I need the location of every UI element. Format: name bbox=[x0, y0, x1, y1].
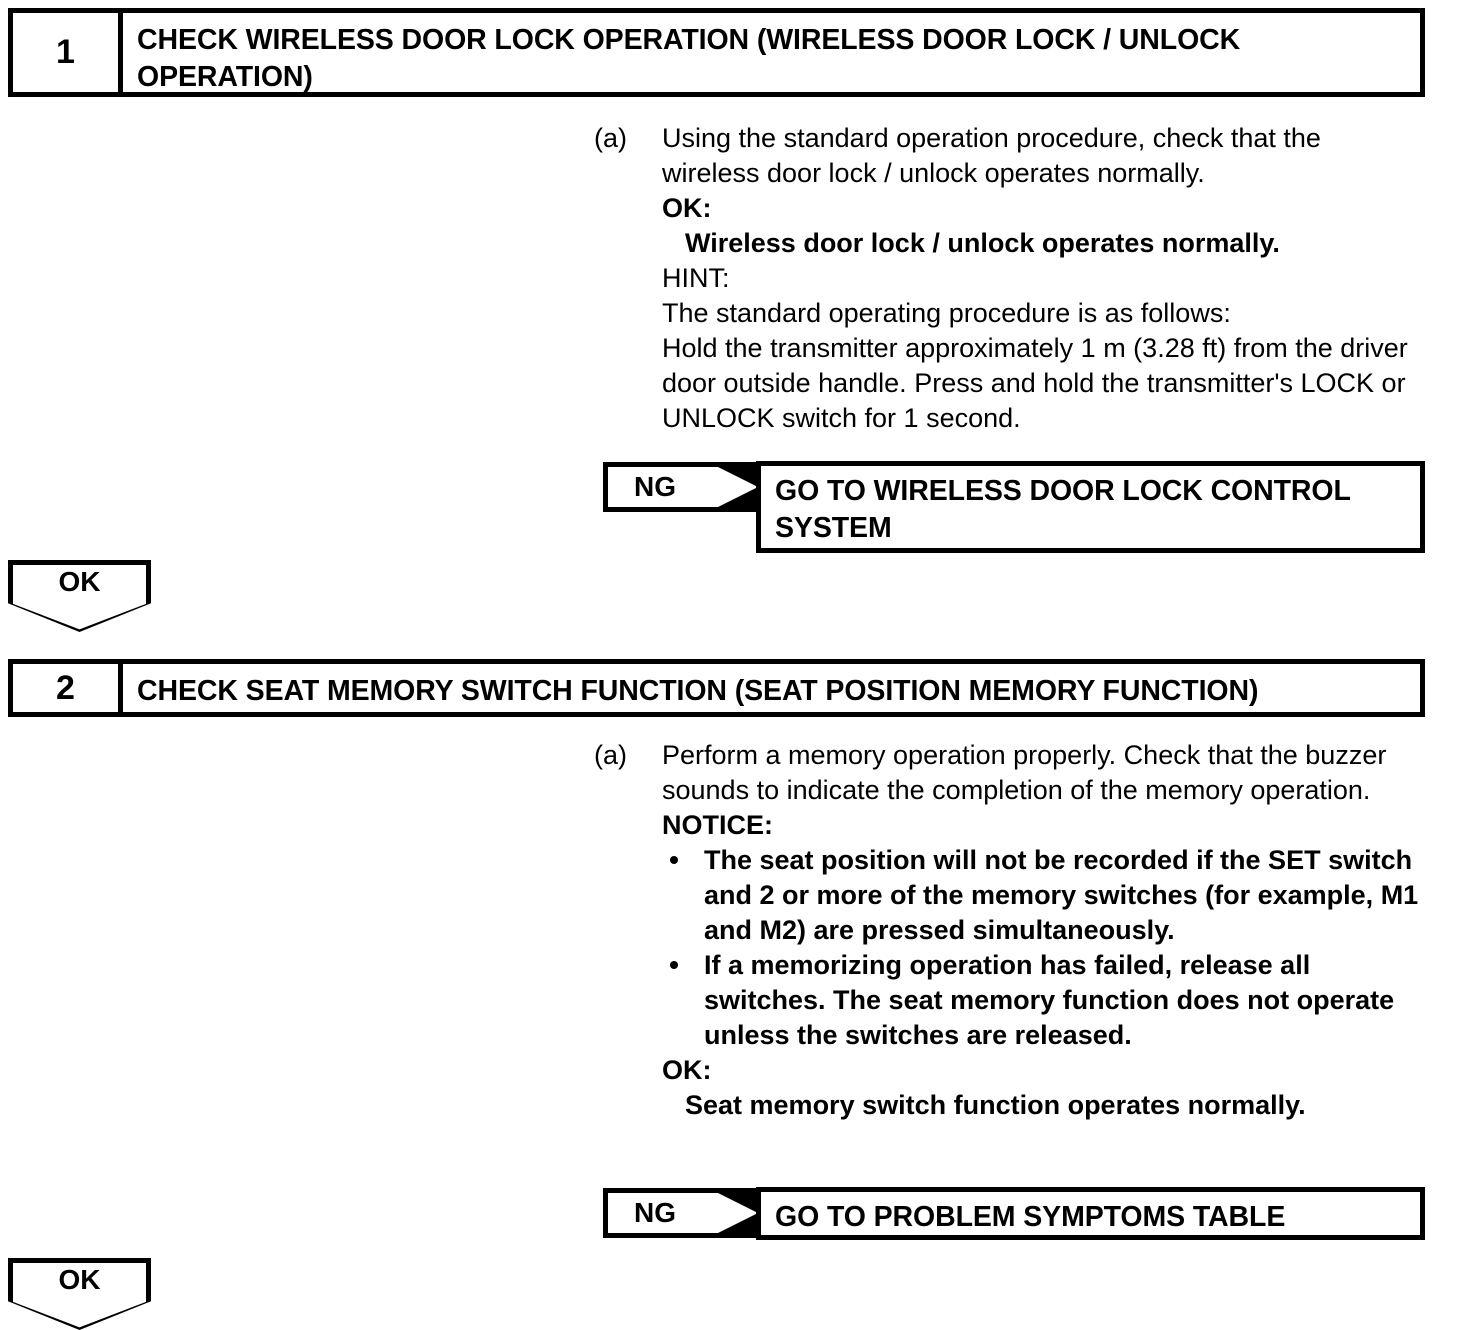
ok-criteria-1: Wireless door lock / unlock operates nor… bbox=[685, 227, 1280, 258]
hint-heading-1: HINT: bbox=[662, 262, 730, 293]
step-header-1: 1 CHECK WIRELESS DOOR LOCK OPERATION (WI… bbox=[8, 8, 1425, 97]
step-title-1: CHECK WIRELESS DOOR LOCK OPERATION (WIRE… bbox=[137, 24, 1241, 94]
ok-arrow-tag-1: OK bbox=[8, 560, 151, 632]
step-title-2: CHECK SEAT MEMORY SWITCH FUNCTION (SEAT … bbox=[137, 675, 1259, 707]
ng-label-2: NG bbox=[634, 1197, 676, 1228]
step-number-2: 2 bbox=[13, 664, 123, 712]
ok-arrow-tag-2: OK bbox=[8, 1258, 151, 1330]
bullet-dot-icon bbox=[670, 961, 678, 970]
list-item: The seat position will not be recorded i… bbox=[662, 843, 1424, 948]
notice-bullet-text-2: If a memorizing operation has failed, re… bbox=[704, 949, 1395, 1050]
bullet-dot-icon bbox=[670, 856, 678, 865]
procedure-label-1a: (a) bbox=[594, 123, 627, 153]
step-header-2: 2 CHECK SEAT MEMORY SWITCH FUNCTION (SEA… bbox=[8, 659, 1425, 717]
notice-bullet-text-1: The seat position will not be recorded i… bbox=[704, 844, 1419, 945]
procedure-body-1a: Using the standard operation procedure, … bbox=[662, 121, 1424, 436]
ok-heading-2: OK: bbox=[662, 1054, 712, 1085]
ok-label-2: OK bbox=[58, 1263, 101, 1295]
goto-box-2[interactable]: GO TO PROBLEM SYMPTOMS TABLE bbox=[756, 1187, 1425, 1240]
ok-label-1: OK bbox=[58, 565, 101, 597]
hint-line-1a: The standard operating procedure is as f… bbox=[662, 297, 1231, 328]
procedure-intro-2: Perform a memory operation properly. Che… bbox=[662, 740, 1394, 805]
notice-bullet-list-2: The seat position will not be recorded i… bbox=[662, 843, 1424, 1053]
step-number-1: 1 bbox=[13, 13, 123, 92]
procedure-body-2a: Perform a memory operation properly. Che… bbox=[662, 738, 1424, 1122]
list-item: If a memorizing operation has failed, re… bbox=[662, 948, 1424, 1053]
procedure-label-2a: (a) bbox=[594, 740, 627, 770]
ok-heading-1: OK: bbox=[662, 192, 712, 223]
procedure-1: (a) Using the standard operation procedu… bbox=[594, 121, 1424, 436]
notice-heading-2: NOTICE: bbox=[662, 809, 773, 840]
hint-line-1b: Hold the transmitter approximately 1 m (… bbox=[662, 332, 1416, 433]
ng-arrow-tag-1: NG bbox=[603, 462, 758, 512]
ng-label-1: NG bbox=[634, 471, 676, 502]
ng-arrow-tag-2: NG bbox=[603, 1188, 758, 1238]
goto-box-1[interactable]: GO TO WIRELESS DOOR LOCK CONTROL SYSTEM bbox=[756, 461, 1425, 553]
ok-criteria-2: Seat memory switch function operates nor… bbox=[685, 1089, 1306, 1120]
procedure-intro-1: Using the standard operation procedure, … bbox=[662, 123, 1329, 188]
procedure-2: (a) Perform a memory operation properly.… bbox=[594, 738, 1424, 1122]
